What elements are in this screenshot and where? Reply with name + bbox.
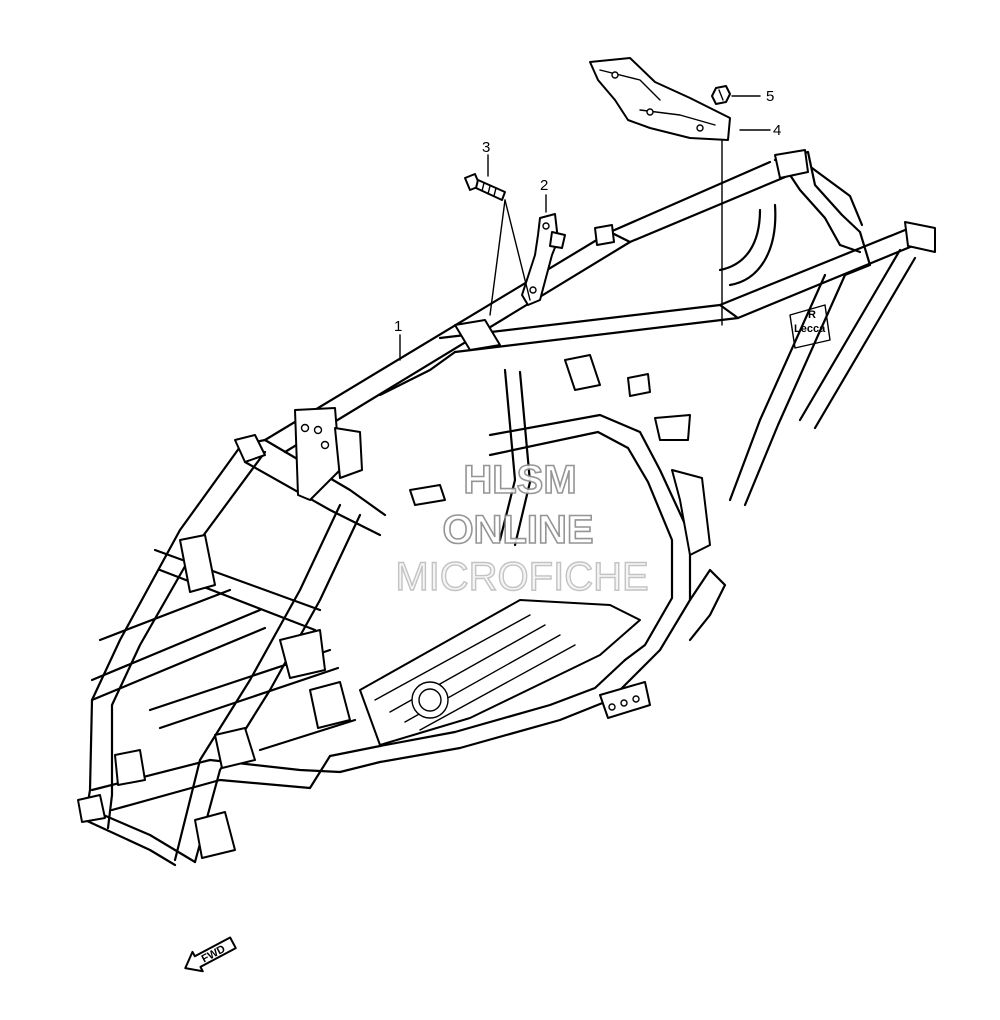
part-5-nut (711, 85, 731, 105)
watermark-line-3: MICROFICHE (395, 555, 648, 599)
callout-1: 1 (394, 318, 402, 335)
fwd-arrow-icon (184, 936, 237, 973)
fwd-direction-marker: FWD (184, 936, 237, 973)
watermark-line-1: HLSM (463, 458, 576, 502)
callout-5: 5 (766, 88, 774, 105)
leader-lines (399, 95, 771, 361)
callout-2: 2 (540, 177, 548, 194)
main-frame (77, 149, 937, 867)
callouts: 1 2 3 4 5 (394, 88, 781, 335)
part-3-bolt (464, 173, 506, 201)
part-4-rail-bracket (589, 57, 731, 141)
plate-label-text: Lecca (794, 323, 826, 335)
watermark-line-2: ONLINE (442, 508, 593, 552)
part-2-bracket (521, 213, 566, 306)
plate-label-mark: R (808, 309, 816, 321)
watermark: HLSM ONLINE MICROFICHE (395, 457, 650, 600)
fwd-label: FWD (200, 943, 228, 965)
callout-4: 4 (773, 122, 781, 139)
callout-3: 3 (482, 139, 490, 156)
